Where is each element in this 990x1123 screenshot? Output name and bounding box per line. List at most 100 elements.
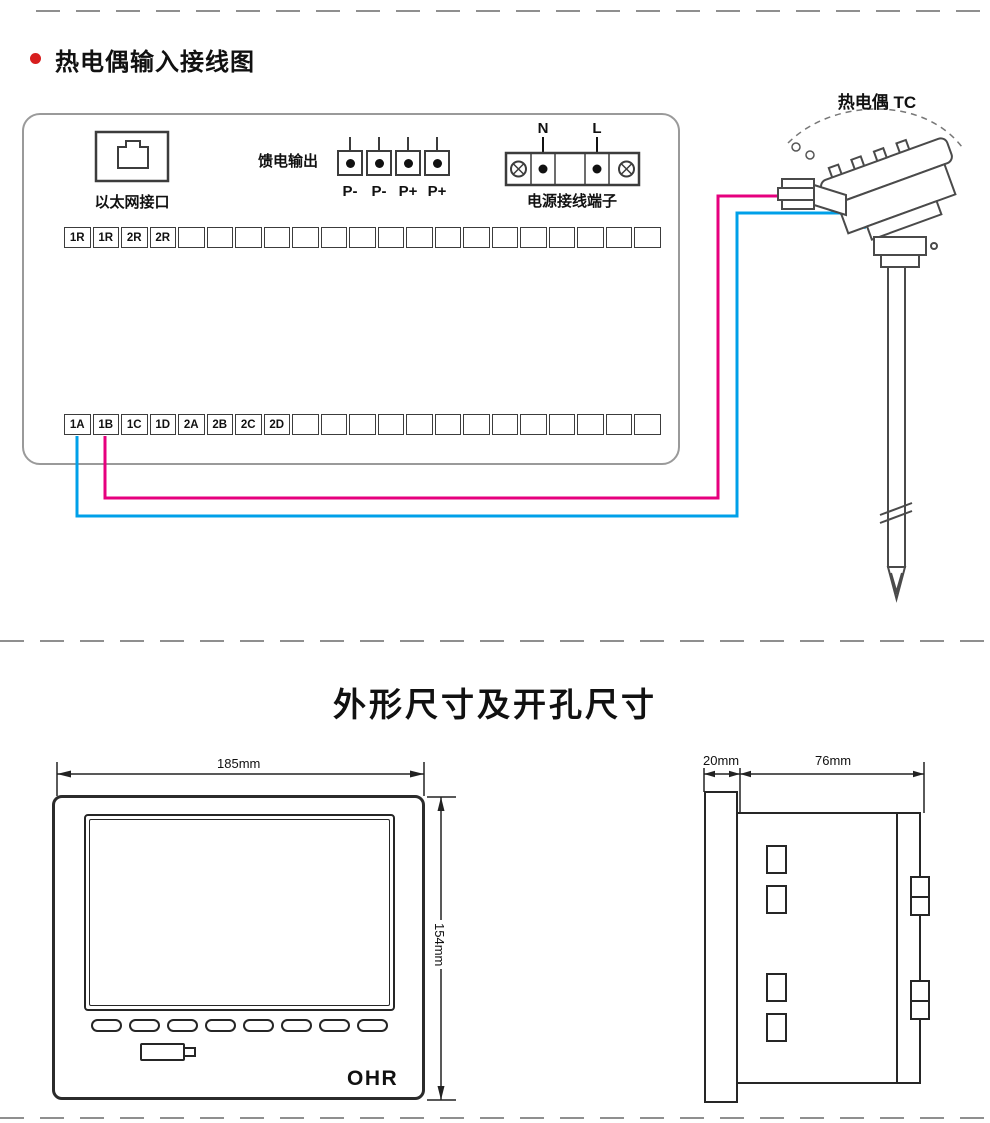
mounting-bracket-bottom [910,980,930,1020]
cable-gland-nut [777,178,847,217]
thermocouple-head [820,137,957,241]
terminal-cell [577,414,604,435]
bezel-depth-label: 20mm [700,753,743,768]
terminal-dot [374,158,384,168]
side-view-bezel [704,791,738,1103]
terminal-cell [406,414,433,435]
terminal-cell: 1B [92,414,119,435]
feed-terminal-label: P+ [427,183,447,200]
terminal-cell: 1D [149,414,176,435]
terminal-box [424,150,450,176]
terminal-box [366,150,392,176]
terminal-cell: 2R [121,227,148,248]
terminal-box [337,150,363,176]
feed-terminal: P- [337,137,363,200]
terminal-cell [206,227,233,248]
front-panel-button [167,1019,198,1032]
power-l-label: L [592,120,601,137]
terminal-cell [292,414,319,435]
terminal-cell: 2D [263,414,290,435]
terminal-cell [178,227,205,248]
terminal-cell [377,227,404,248]
front-panel-button [357,1019,388,1032]
feed-terminal: P- [366,137,392,200]
feed-output-label: 馈电输出 [257,153,318,170]
terminal-cell: 2R [149,227,176,248]
rear-connector [766,885,787,914]
feed-terminal-label: P- [342,183,358,200]
feed-terminal: P+ [395,137,421,200]
front-panel-button [129,1019,160,1032]
terminal-dot [345,158,355,168]
brand-logo: OHR [347,1067,399,1090]
power-terminal-label: 电源接线端子 [526,193,617,210]
terminal-cell [406,227,433,248]
lead-wire-dashed-arc [787,108,963,148]
terminal-cell: 1A [64,414,91,435]
terminal-tick [407,137,409,150]
feed-terminal-label: P+ [398,183,418,200]
terminal-cell [320,414,347,435]
mounting-bracket-top [910,876,930,916]
terminal-cell [377,414,404,435]
body-depth-label: 76mm [812,753,855,768]
top-dashed-border [36,10,990,12]
terminal-cell [634,227,661,248]
terminal-cell [349,227,376,248]
width-dimension-arrow [56,762,425,796]
terminal-cell [491,414,518,435]
terminal-cell [434,414,461,435]
terminal-tick [436,137,438,150]
terminal-cell [605,414,632,435]
rear-connector [766,1013,787,1042]
ethernet-label: 以太网接口 [94,194,170,211]
terminal-cell: 2A [178,414,205,435]
recorder-front-view: OHR [52,795,425,1100]
feed-terminal-label: P- [371,183,387,200]
terminal-cell [349,414,376,435]
thermocouple-probe [879,266,913,603]
wiring-section-title: 热电偶输入接线图 [55,49,255,76]
side-view-body [736,812,921,1084]
terminal-cell [235,227,262,248]
terminal-dot [403,158,413,168]
front-panel-button [319,1019,350,1032]
terminal-cell [292,227,319,248]
terminal-cell: 2B [206,414,233,435]
terminal-cell [463,227,490,248]
section-bullet [30,53,41,64]
thermocouple-neck [873,236,938,268]
feed-terminal: P+ [424,137,450,200]
terminal-cell [520,227,547,248]
front-panel-button [281,1019,312,1032]
bottom-dashed-border [0,1117,990,1119]
screw-terminal-icon [510,160,527,178]
height-dimension-label: 154mm [432,920,447,970]
terminal-cell: 1R [64,227,91,248]
usb-cover [140,1043,196,1061]
terminal-cell [434,227,461,248]
terminal-cell [577,227,604,248]
front-panel-button [205,1019,236,1032]
front-panel-button [243,1019,274,1032]
width-dimension-label: 185mm [214,756,264,771]
terminal-cell [605,227,632,248]
power-terminal-block: N L [504,120,641,187]
terminal-tick [349,137,351,150]
terminal-cell: 1C [121,414,148,435]
section-divider-dashed [0,640,990,642]
thermocouple-label: 热电偶 TC [837,93,917,112]
terminal-cell: 2C [235,414,262,435]
terminal-tick [378,137,380,150]
terminal-cell [491,227,518,248]
usb-cover-tab [183,1047,196,1057]
front-panel-button [91,1019,122,1032]
terminal-cell: 1R [92,227,119,248]
terminal-cell [634,414,661,435]
recorder-screen [84,814,395,1011]
ethernet-port-icon [94,130,170,183]
front-button-row [91,1019,388,1032]
rear-connector [766,973,787,1002]
